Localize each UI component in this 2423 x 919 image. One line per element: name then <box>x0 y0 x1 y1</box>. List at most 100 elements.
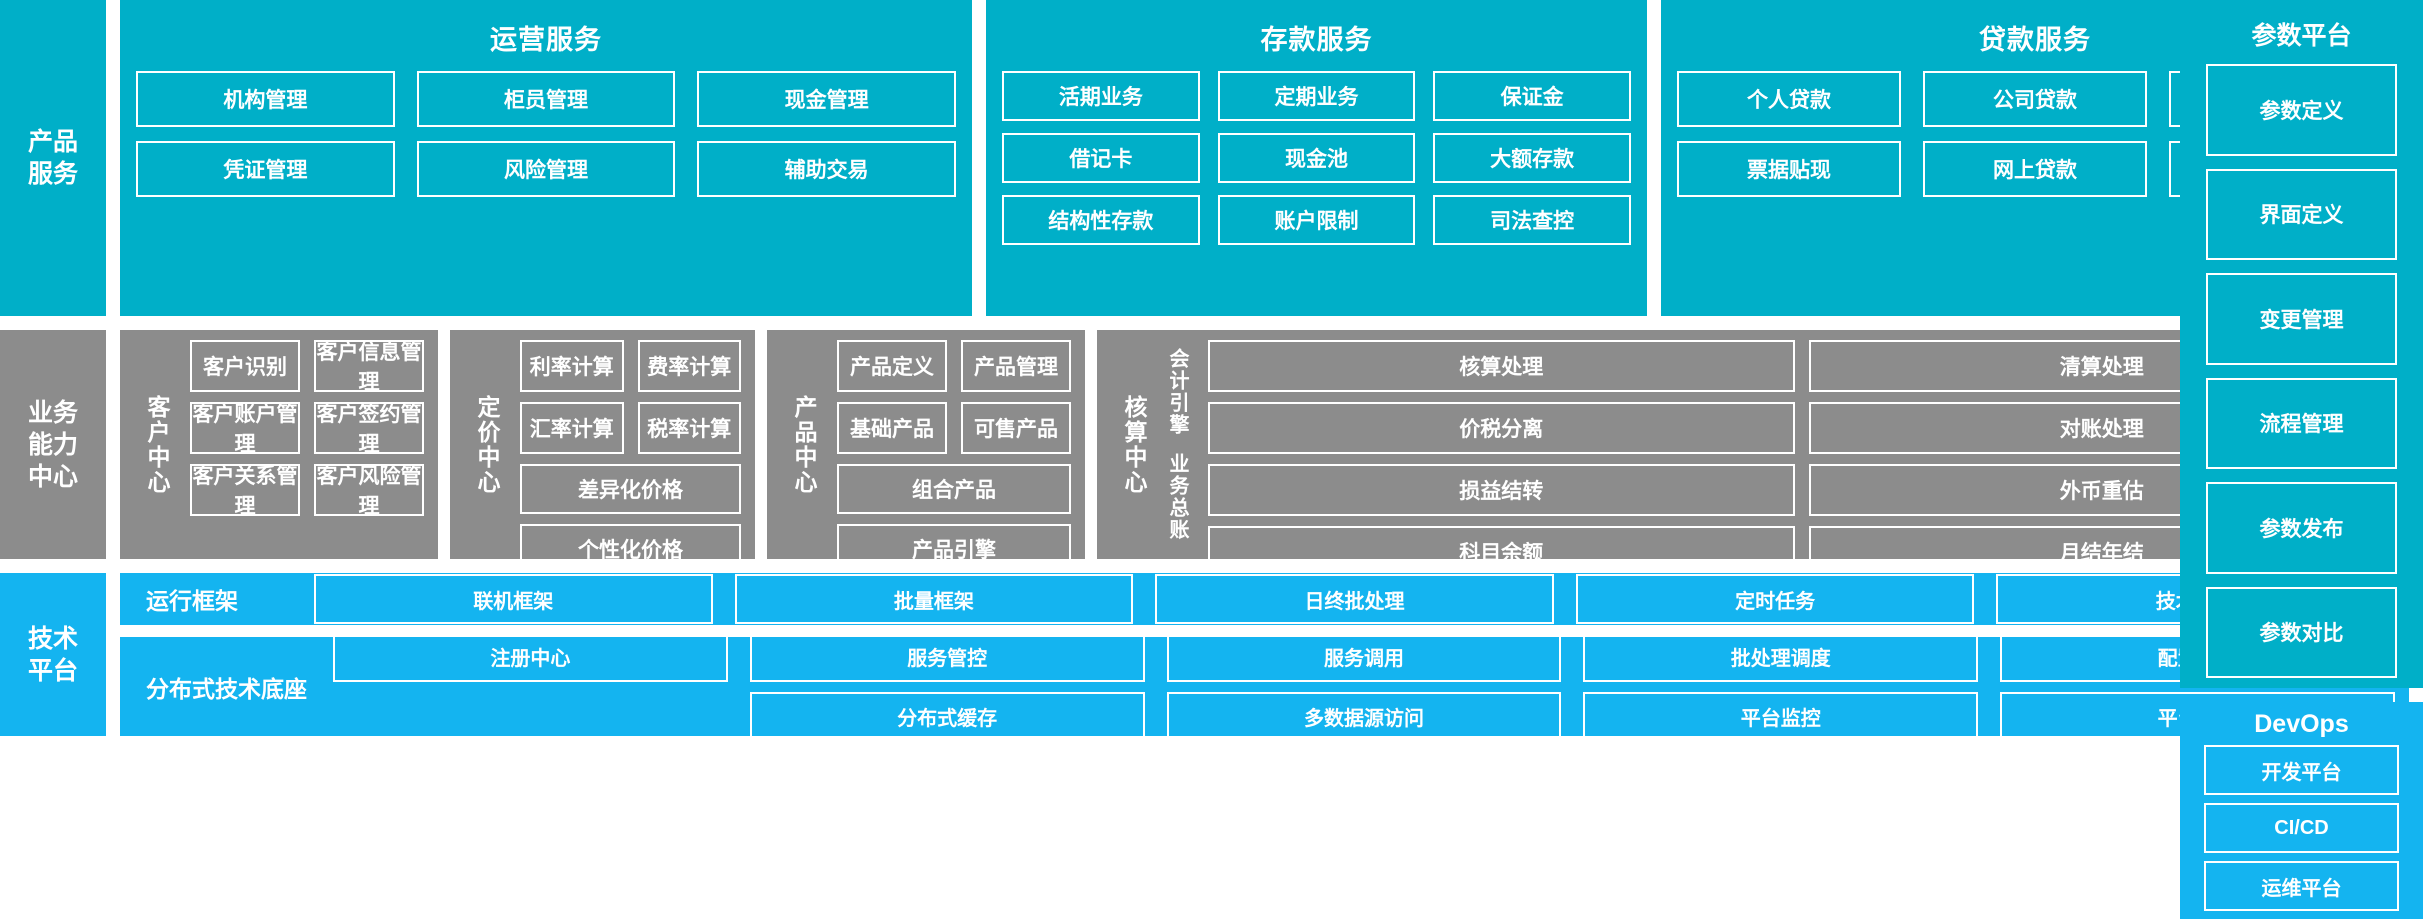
parameter-platform-panel: 参数平台 参数定义 界面定义 变更管理 流程管理 参数发布 参数对比 <box>2180 0 2423 688</box>
service-item[interactable]: 柜员管理 <box>416 71 676 127</box>
service-item[interactable]: 账户限制 <box>1217 195 1416 245</box>
group-customer-center: 客户中心 客户识别 客户信息管理 客户账户管理 客户签约管理 客户关系管理 客户… <box>120 330 438 559</box>
capability-item-wide[interactable]: 差异化价格 <box>520 464 741 514</box>
capability-item[interactable]: 客户信息管理 <box>314 340 424 394</box>
spacer <box>106 573 120 736</box>
deposit-services-grid: 活期业务 定期业务 保证金 借记卡 现金池 大额存款 结构性存款 账户限制 司法… <box>1002 71 1631 245</box>
service-item[interactable]: 现金管理 <box>697 71 956 127</box>
group-label-accounting-center: 核算中心 <box>1121 394 1147 495</box>
pricing-center-body: 利率计算 费率计算 汇率计算 税率计算 差异化价格 个性化价格 <box>510 340 741 574</box>
service-item[interactable]: 保证金 <box>1433 71 1631 121</box>
capability-item-wide[interactable]: 组合产品 <box>837 464 1071 514</box>
tech-item[interactable]: 定时任务 <box>1575 574 1975 624</box>
capability-item[interactable]: 基础产品 <box>837 402 947 454</box>
capability-item[interactable]: 客户风险管理 <box>314 464 424 518</box>
service-item[interactable]: 公司贷款 <box>1923 71 2147 127</box>
parameter-item[interactable]: 参数对比 <box>2206 586 2397 678</box>
capability-item[interactable]: 税率计算 <box>637 402 741 454</box>
capability-item[interactable]: 价税分离 <box>1208 402 1795 454</box>
capability-item[interactable]: 客户关系管理 <box>190 464 300 518</box>
service-item[interactable]: 网上贷款 <box>1923 141 2147 197</box>
capability-item-wide[interactable]: 产品引擎 <box>837 524 1071 574</box>
parameter-item[interactable]: 变更管理 <box>2206 273 2397 365</box>
operation-services-grid: 机构管理 柜员管理 现金管理 凭证管理 风险管理 辅助交易 <box>136 71 956 197</box>
parameter-item[interactable]: 参数定义 <box>2206 64 2397 156</box>
capability-row: 基础产品 可售产品 <box>837 402 1071 454</box>
parameter-item[interactable]: 界面定义 <box>2206 168 2397 260</box>
service-item[interactable]: 大额存款 <box>1433 133 1631 183</box>
service-item[interactable]: 机构管理 <box>136 71 395 127</box>
parameter-item[interactable]: 流程管理 <box>2206 377 2397 469</box>
row-label-technology-platform: 技术 平台 <box>0 573 106 736</box>
service-item[interactable]: 风险管理 <box>416 141 676 197</box>
service-item[interactable]: 个人贷款 <box>1677 71 1901 127</box>
capability-item[interactable]: 损益结转 <box>1208 464 1795 516</box>
group-label-customer-center: 客户中心 <box>144 394 170 495</box>
capability-item[interactable]: 汇率计算 <box>520 402 624 454</box>
technology-platform-strips: 运行框架 联机框架 批量框架 日终批处理 定时任务 技术组件 分布式技术底座 注… <box>120 573 2423 742</box>
group-deposit-services: 存款服务 活期业务 定期业务 保证金 借记卡 现金池 大额存款 结构性存款 账户… <box>986 0 1647 316</box>
service-item[interactable]: 现金池 <box>1217 133 1416 183</box>
capability-row: 客户识别 客户信息管理 <box>190 340 424 394</box>
group-title-loan-services: 贷款服务 <box>1979 25 2091 55</box>
tech-item[interactable]: 分布式缓存 <box>749 691 1145 742</box>
sub-label-general-ledger: 业务总账 <box>1166 452 1188 541</box>
tech-item[interactable]: 平台监控 <box>1583 691 1979 742</box>
capability-item[interactable]: 可售产品 <box>961 402 1071 454</box>
tech-item[interactable]: 联机框架 <box>314 574 713 624</box>
service-item[interactable]: 定期业务 <box>1217 71 1416 121</box>
service-item[interactable]: 凭证管理 <box>136 141 395 197</box>
group-title-operation-services: 运营服务 <box>490 25 602 55</box>
capability-row: 利率计算 费率计算 <box>520 340 741 392</box>
capability-item[interactable]: 核算处理 <box>1208 340 1795 392</box>
tech-item-registry[interactable]: 注册中心 <box>333 631 728 682</box>
parameter-item[interactable]: 参数发布 <box>2206 482 2397 574</box>
capability-item[interactable]: 客户账户管理 <box>190 402 300 456</box>
capability-item[interactable]: 科目余额 <box>1208 526 1795 578</box>
devops-item[interactable]: CI/CD <box>2204 803 2399 853</box>
spacer <box>106 330 120 559</box>
devops-item[interactable]: 运维平台 <box>2204 861 2399 911</box>
capability-row: 汇率计算 税率计算 <box>520 402 741 454</box>
product-center-body: 产品定义 产品管理 基础产品 可售产品 组合产品 产品引擎 <box>827 340 1071 574</box>
tech-item[interactable]: 批量框架 <box>734 574 1134 624</box>
capability-item[interactable]: 客户识别 <box>190 340 300 392</box>
parameter-platform-list: 参数定义 界面定义 变更管理 流程管理 参数发布 参数对比 <box>2206 64 2397 678</box>
parameter-platform-title: 参数平台 <box>2251 22 2352 50</box>
tech-item[interactable]: 多数据源访问 <box>1166 691 1562 742</box>
capability-item[interactable]: 产品管理 <box>961 340 1071 392</box>
tech-item[interactable]: 服务管控 <box>749 631 1145 682</box>
group-label-pricing-center: 定价中心 <box>474 394 500 495</box>
customer-center-body: 客户识别 客户信息管理 客户账户管理 客户签约管理 客户关系管理 客户风险管理 <box>180 340 424 549</box>
capability-item-wide[interactable]: 个性化价格 <box>520 524 741 574</box>
tech-item[interactable]: 服务调用 <box>1166 631 1562 682</box>
spacer <box>106 0 120 316</box>
row-label-business-capability: 业务 能力 中心 <box>0 330 106 559</box>
service-item[interactable]: 司法查控 <box>1433 195 1631 245</box>
row-label-product-services: 产品 服务 <box>0 0 106 316</box>
devops-item[interactable]: 开发平台 <box>2204 745 2399 795</box>
service-item[interactable]: 结构性存款 <box>1002 195 1200 245</box>
capability-item[interactable]: 客户签约管理 <box>314 402 424 456</box>
capability-item[interactable]: 利率计算 <box>520 340 624 392</box>
devops-panel: DevOps 开发平台 CI/CD 运维平台 <box>2180 702 2423 919</box>
capability-item[interactable]: 费率计算 <box>637 340 741 392</box>
strip-runtime-framework: 运行框架 联机框架 批量框架 日终批处理 定时任务 技术组件 <box>120 573 2409 625</box>
strip-distributed-base: 分布式技术底座 注册中心 服务管控 服务调用 批处理调度 配置管理 分布式缓存 … <box>120 631 2409 742</box>
runtime-framework-cells: 联机框架 批量框架 日终批处理 定时任务 技术组件 <box>314 574 2395 624</box>
tech-item[interactable]: 批处理调度 <box>1583 631 1979 682</box>
group-label-product-center: 产品中心 <box>791 394 817 495</box>
accounting-center-body: 会计引擎 业务总账 核算处理 清算处理 价税分离 对账处理 损 <box>1157 340 2395 578</box>
group-operation-services: 运营服务 机构管理 柜员管理 现金管理 凭证管理 风险管理 辅助交易 <box>120 0 972 316</box>
capability-row: 客户账户管理 客户签约管理 <box>190 402 424 456</box>
capability-row: 价税分离 对账处理 <box>1208 402 2395 454</box>
capability-item[interactable]: 产品定义 <box>837 340 947 392</box>
service-item[interactable]: 活期业务 <box>1002 71 1200 121</box>
service-item[interactable]: 借记卡 <box>1002 133 1200 183</box>
row-technology-platform: 技术 平台 运行框架 联机框架 批量框架 日终批处理 定时任务 技术组件 分布式… <box>0 573 2423 742</box>
service-item[interactable]: 辅助交易 <box>697 141 956 197</box>
service-item[interactable]: 票据贴现 <box>1677 141 1901 197</box>
row-business-capability: 业务 能力 中心 客户中心 客户识别 客户信息管理 客户账户管理 客户签约管理 … <box>0 330 2423 578</box>
tech-item[interactable]: 日终批处理 <box>1155 574 1554 624</box>
